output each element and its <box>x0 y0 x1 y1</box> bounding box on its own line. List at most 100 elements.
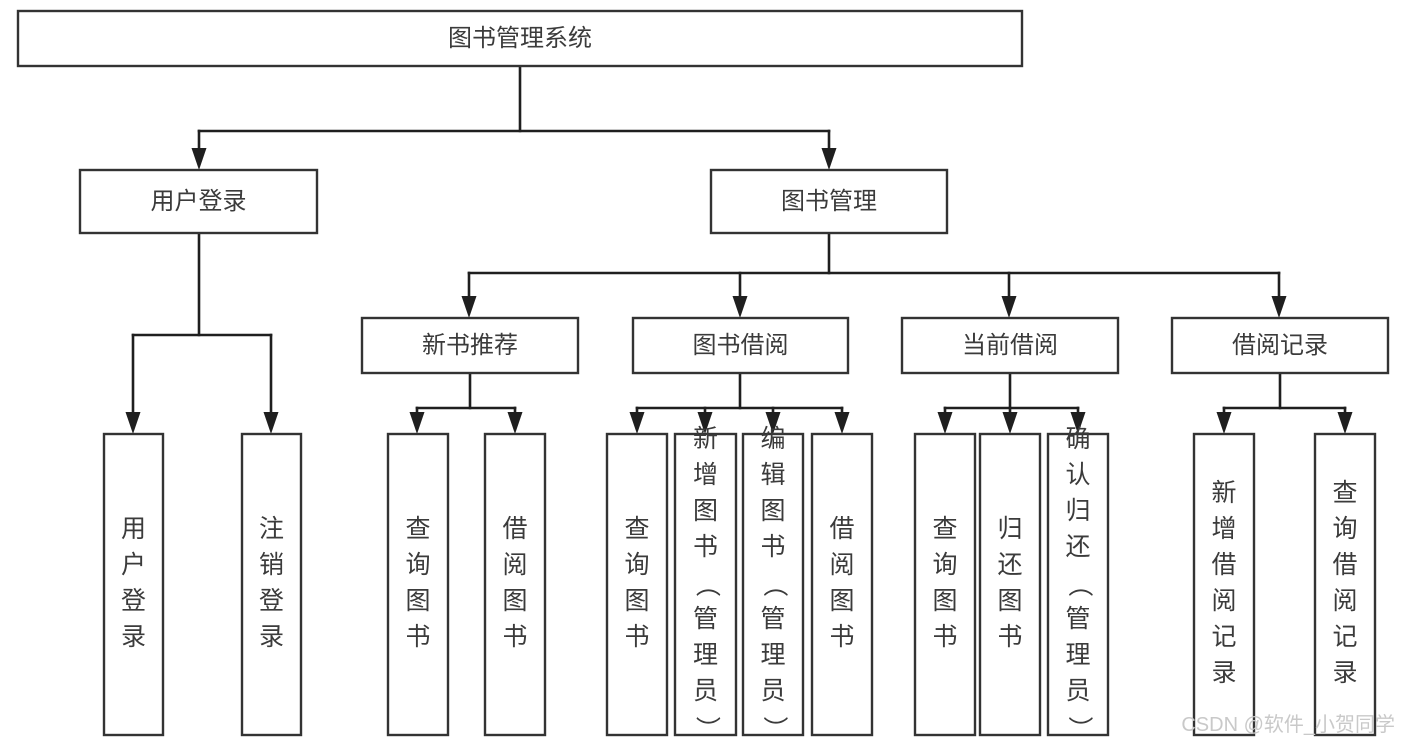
node-box[interactable] <box>900 316 1120 375</box>
node-label-char: 增 <box>1211 515 1236 543</box>
node-box[interactable] <box>16 9 1024 68</box>
arrow-head-icon <box>834 412 850 434</box>
node-label-char: ） <box>760 716 788 741</box>
node-label-char: 记 <box>1332 623 1357 651</box>
node-label-char: 借 <box>1332 551 1357 579</box>
node-label-char: 录 <box>259 623 284 651</box>
arrow-head-icon <box>1001 296 1017 318</box>
node-label-char: 书 <box>760 533 785 561</box>
node-label-char: 图 <box>760 497 785 525</box>
node-label-char: 新 <box>1211 479 1236 507</box>
node-label-char: 记 <box>1211 623 1236 651</box>
arrow-head-icon <box>765 412 781 434</box>
node-label-char: 书 <box>502 623 527 651</box>
node-label-char: ） <box>693 716 721 741</box>
node-label-char: 理 <box>693 641 718 669</box>
node-box[interactable] <box>386 432 450 737</box>
node-label: 图书借阅 <box>693 332 789 359</box>
node-box[interactable] <box>673 432 738 737</box>
arrow-head-icon <box>461 296 477 318</box>
node-label-char: 员 <box>1065 677 1090 705</box>
node-label: 借阅记录 <box>1232 332 1328 359</box>
node-book-borrow[interactable]: 图书借阅 <box>631 316 850 375</box>
node-box[interactable] <box>709 168 949 235</box>
node-label: 图书管理系统 <box>448 25 592 52</box>
node-box[interactable] <box>1046 432 1110 737</box>
node-label-char: （ <box>1065 572 1093 597</box>
node-box[interactable] <box>1313 432 1377 737</box>
node-label-char: 询 <box>932 551 957 579</box>
node-label-char: 户 <box>121 551 146 579</box>
connector-new-book-recommend-to-leaves <box>409 371 523 434</box>
connector-root-to-level2 <box>191 64 837 170</box>
node-box[interactable] <box>605 432 669 737</box>
node-box[interactable] <box>913 432 977 737</box>
arrow-head-icon <box>1216 412 1232 434</box>
node-label-char: 图 <box>932 587 957 615</box>
node-label-char: 书 <box>405 623 430 651</box>
connector-user-login-to-leaves <box>125 231 279 434</box>
node-label-char: 注 <box>259 515 284 543</box>
node-label-char: 阅 <box>1332 587 1357 615</box>
nodes-layer: 图书管理系统用户登录图书管理新书推荐图书借阅当前借阅借阅记录用户登录注销登录查询… <box>16 9 1390 741</box>
node-label-char: 还 <box>997 551 1022 579</box>
node-label-char: 登 <box>121 587 146 615</box>
node-box[interactable] <box>78 168 319 235</box>
node-current-borrow[interactable]: 当前借阅 <box>900 316 1120 375</box>
arrow-head-icon <box>732 296 748 318</box>
node-label-char: 查 <box>932 515 957 543</box>
node-box[interactable] <box>741 432 805 737</box>
arrow-head-icon <box>409 412 425 434</box>
node-user-login[interactable]: 用户登录 <box>78 168 319 235</box>
connector-borrow-record-to-leaves <box>1216 371 1353 434</box>
node-label-char: 归 <box>1065 497 1090 525</box>
node-label-char: 图 <box>624 587 649 615</box>
node-label-char: 录 <box>121 623 146 651</box>
connector-book-management-to-level3 <box>461 231 1287 318</box>
node-box[interactable] <box>631 316 850 375</box>
node-label: 新书推荐 <box>422 332 518 359</box>
node-label-char: 借 <box>829 515 854 543</box>
node-borrow-record[interactable]: 借阅记录 <box>1170 316 1390 375</box>
node-label-char: 图 <box>829 587 854 615</box>
node-box[interactable] <box>810 432 874 737</box>
node-box[interactable] <box>978 432 1042 737</box>
node-leaf-user-login[interactable]: 用户登录 <box>102 432 165 737</box>
node-box[interactable] <box>240 432 303 737</box>
node-box[interactable] <box>102 432 165 737</box>
node-box[interactable] <box>360 316 580 375</box>
node-label-char: 归 <box>997 515 1022 543</box>
node-box[interactable] <box>483 432 547 737</box>
node-label-char: 书 <box>624 623 649 651</box>
connector-book-borrow-to-leaves <box>629 371 850 434</box>
arrow-head-icon <box>821 148 837 170</box>
node-box[interactable] <box>1192 432 1256 737</box>
arrow-head-icon <box>125 412 141 434</box>
node-new-book-recommend[interactable]: 新书推荐 <box>360 316 580 375</box>
node-label-char: 阅 <box>502 551 527 579</box>
node-root[interactable]: 图书管理系统 <box>16 9 1024 68</box>
node-label-char: 增 <box>693 461 718 489</box>
node-book-management[interactable]: 图书管理 <box>709 168 949 235</box>
arrow-head-icon <box>191 148 207 170</box>
node-label-char: 管 <box>1065 605 1090 633</box>
node-box[interactable] <box>1170 316 1390 375</box>
connectors-layer <box>125 64 1353 434</box>
node-label-char: 借 <box>502 515 527 543</box>
connector-current-borrow-to-leaves <box>937 371 1086 434</box>
node-label-char: 员 <box>760 677 785 705</box>
node-label-char: 编 <box>760 425 785 453</box>
node-label-char: 询 <box>624 551 649 579</box>
